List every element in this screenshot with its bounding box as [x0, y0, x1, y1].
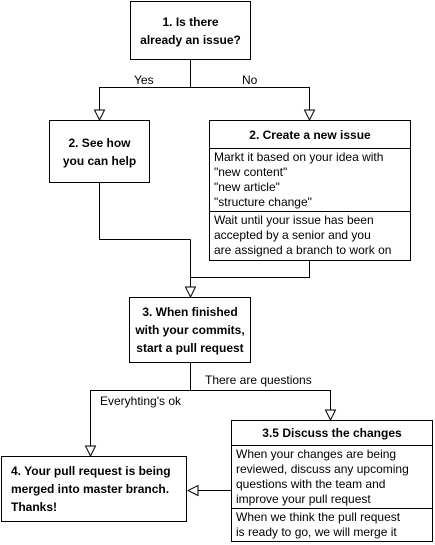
- node-create-issue: 2. Create a new issue Markt it based on …: [209, 120, 411, 261]
- edge-create-issue-down: [190, 261, 310, 278]
- node-see-how-help: 2. See how you can help: [49, 120, 150, 183]
- edge-no: [190, 87, 310, 121]
- edge-ok: [91, 390, 191, 457]
- node-discuss-section1: When your changes are being reviewed, di…: [232, 446, 432, 509]
- create-issue-s1-line: "new article": [214, 180, 280, 194]
- edge-questions: [190, 363, 331, 420]
- edge-label-questions: There are questions: [205, 373, 312, 387]
- create-issue-s2-line: Wait until your issue has been: [214, 213, 374, 227]
- node-finished-line2: with your commits,: [135, 323, 245, 337]
- edge-see-help-down: [99, 183, 191, 240]
- node-finished-pull-request: 3. When finished with your commits, star…: [129, 297, 251, 363]
- node-discuss-section2: When we think the pull request is ready …: [232, 509, 432, 542]
- node-finished-line1: 3. When finished: [142, 305, 238, 319]
- node-discuss-title: 3.5 Discuss the changes: [232, 421, 432, 446]
- edge-label-yes: Yes: [134, 73, 154, 87]
- discuss-s1-line: improve your pull request: [236, 492, 371, 506]
- discuss-s1-line: questions with the team and: [236, 477, 386, 491]
- edge-label-ok: Everyhting's ok: [100, 394, 181, 408]
- node-merged: 4. Your pull request is being merged int…: [1, 456, 187, 522]
- node-issue-exists: 1. Is there already an issue?: [130, 1, 251, 60]
- node-merged-line2: merged into master branch.: [11, 482, 170, 496]
- node-merged-line1: 4. Your pull request is being: [11, 464, 171, 478]
- node-create-issue-section2: Wait until your issue has been accepted …: [210, 212, 410, 261]
- create-issue-s1-line: "structure change": [214, 195, 312, 209]
- node-discuss-changes: 3.5 Discuss the changes When your change…: [231, 420, 433, 542]
- node-see-how-help-line1: 2. See how: [68, 135, 131, 150]
- edge-label-no: No: [242, 73, 258, 87]
- discuss-s1-line: reviewed, discuss any upcoming: [236, 462, 409, 476]
- discuss-s2-line: is ready to go, we will merge it: [236, 525, 397, 539]
- node-merged-line3: Thanks!: [11, 500, 58, 514]
- node-issue-exists-line1: 1. Is there: [162, 14, 219, 29]
- create-issue-s1-line: Markt it based on your idea with: [214, 150, 384, 164]
- node-finished-line3: start a pull request: [136, 341, 244, 355]
- discuss-s1-line: When your changes are being: [236, 447, 397, 461]
- edge-yes: [100, 87, 191, 121]
- discuss-s2-line: When we think the pull request: [236, 510, 401, 524]
- node-create-issue-section1: Markt it based on your idea with "new co…: [210, 149, 410, 212]
- node-issue-exists-line2: already an issue?: [140, 32, 241, 47]
- create-issue-s1-line: "new content": [214, 165, 288, 179]
- create-issue-s2-line: accepted by a senior and you: [214, 228, 371, 242]
- node-see-how-help-line2: you can help: [62, 153, 137, 168]
- create-issue-s2-line: are assigned a branch to work on: [214, 243, 392, 257]
- node-create-issue-title: 2. Create a new issue: [210, 121, 410, 149]
